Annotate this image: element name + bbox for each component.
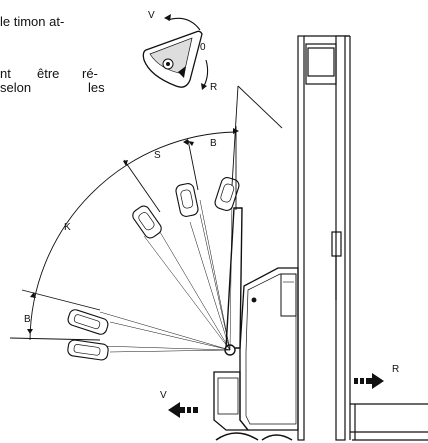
label-s: S	[154, 150, 161, 161]
label-v-top: V	[148, 10, 155, 21]
label-b-left: B	[24, 314, 31, 325]
arrow-right-icon	[354, 373, 384, 389]
label-v-bottom: V	[160, 390, 167, 401]
label-k: K	[64, 222, 71, 233]
label-r-right: R	[392, 364, 399, 375]
angle-ticks	[27, 128, 239, 334]
label-zero: 0	[200, 42, 206, 53]
text-line-1: le timon at-	[0, 14, 65, 29]
tiller-ghost-lines	[99, 199, 233, 353]
truck-mast	[297, 35, 351, 441]
label-r-top: R	[210, 82, 217, 93]
text-line-3b: les	[88, 80, 105, 95]
text-line-2b: être	[37, 66, 60, 81]
handle-top-view	[142, 14, 283, 187]
text-line-2c: ré-	[82, 66, 98, 81]
truck-body	[213, 267, 299, 441]
text-line-2a: nt	[0, 66, 11, 81]
label-b-top: B	[210, 138, 217, 149]
tiller-arm	[224, 207, 243, 356]
tiller-handle-icon	[67, 177, 240, 361]
arrow-left-icon	[168, 402, 198, 418]
angle-arc	[9, 126, 237, 341]
text-line-3a: selon	[0, 80, 32, 95]
truck-forks	[350, 403, 428, 441]
